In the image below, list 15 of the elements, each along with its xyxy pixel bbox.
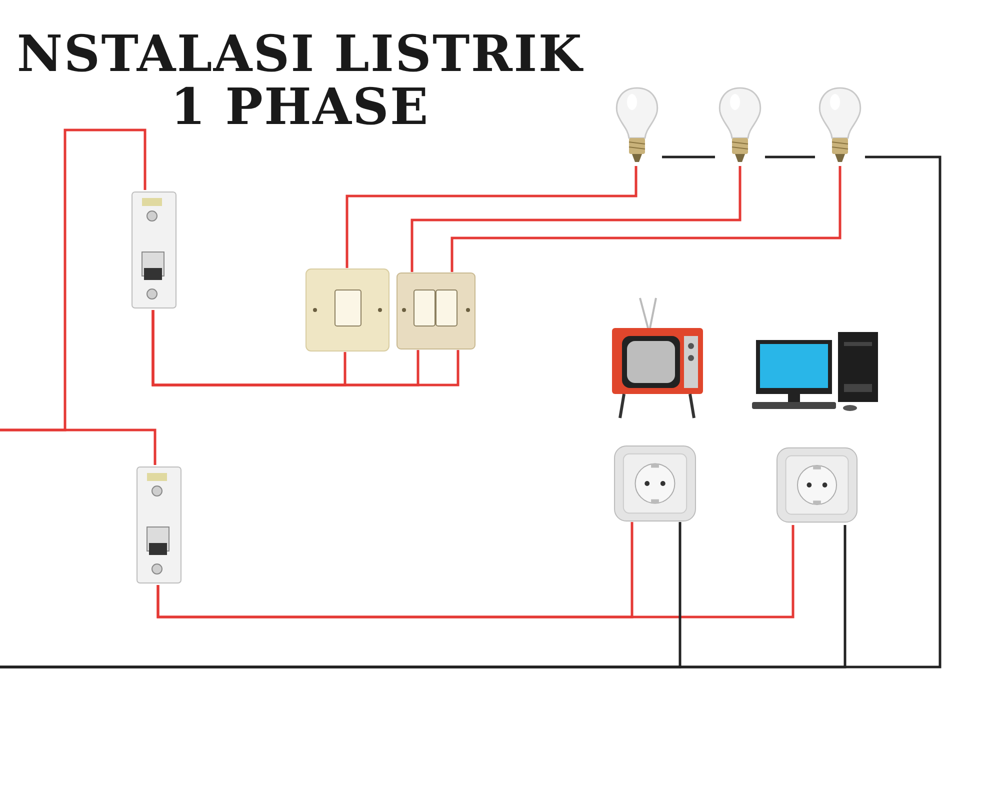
wire [156,525,794,618]
wire [346,166,638,268]
wall-socket-drawing [613,445,697,522]
wire [410,166,742,272]
television-drawing [610,296,705,420]
double-switch-drawing [396,272,476,350]
computer-drawing [750,330,880,412]
wire [0,428,156,465]
wall-socket-drawing [776,445,858,525]
wire [662,156,715,158]
title: NSTALASI LISTRIK 1 PHASE [16,28,584,133]
wire [765,156,815,158]
wire [450,166,842,272]
wire [0,525,846,668]
wall-switch-drawing [305,268,390,352]
